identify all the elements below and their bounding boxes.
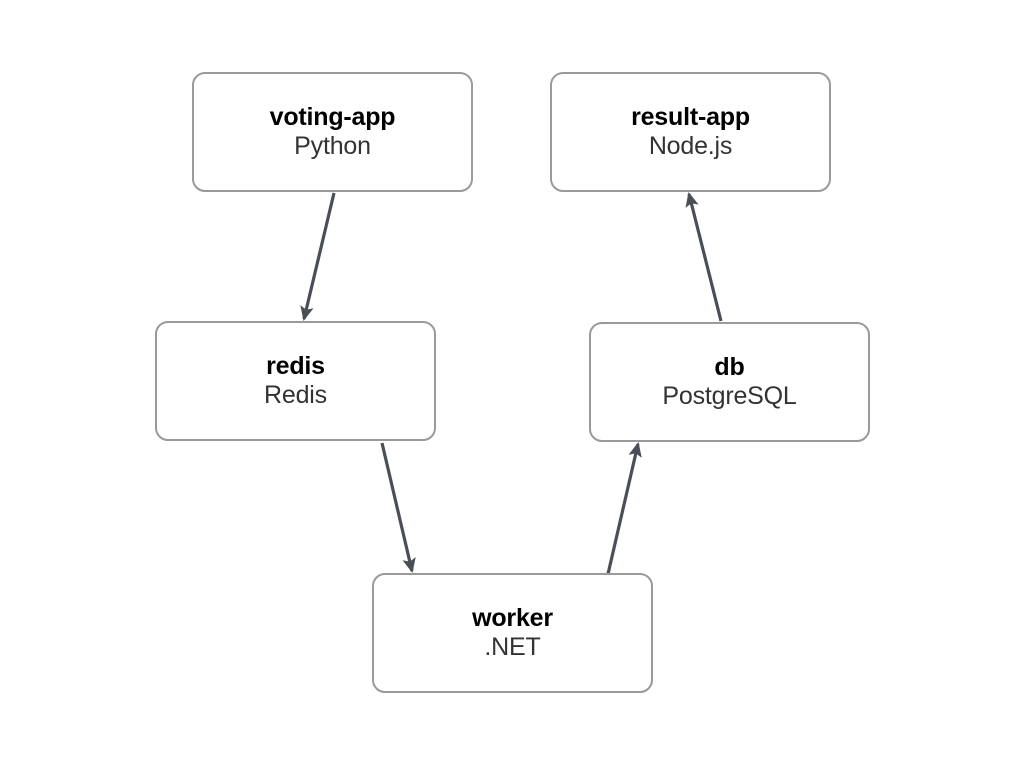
node-subtitle: PostgreSQL bbox=[662, 382, 797, 410]
node-voting-app[interactable]: voting-app Python bbox=[192, 72, 473, 192]
node-subtitle: Python bbox=[294, 132, 371, 160]
node-redis[interactable]: redis Redis bbox=[155, 321, 436, 441]
edge-voting-app-to-redis bbox=[300, 192, 336, 322]
node-db[interactable]: db PostgreSQL bbox=[589, 322, 870, 442]
node-result-app[interactable]: result-app Node.js bbox=[550, 72, 831, 192]
node-title: redis bbox=[266, 351, 325, 380]
node-title: result-app bbox=[631, 102, 750, 131]
node-subtitle: Node.js bbox=[648, 132, 733, 160]
node-title: voting-app bbox=[269, 102, 396, 131]
node-worker[interactable]: worker .NET bbox=[372, 573, 653, 693]
edge-db-to-result-app bbox=[685, 192, 723, 322]
node-title: worker bbox=[472, 603, 553, 632]
edge-worker-to-db bbox=[606, 441, 642, 575]
node-title: db bbox=[714, 352, 745, 381]
node-subtitle: Redis bbox=[264, 381, 327, 409]
edge-redis-to-worker bbox=[380, 442, 416, 574]
node-subtitle: .NET bbox=[484, 633, 541, 661]
